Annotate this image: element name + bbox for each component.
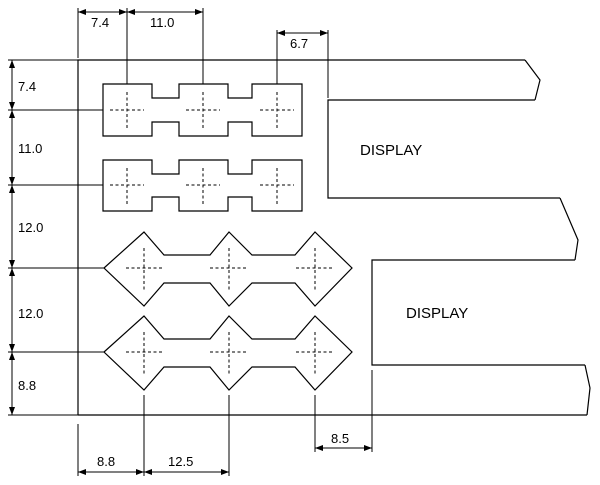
dimension-left-4: 12.0 bbox=[18, 306, 43, 321]
bottom-dimensions bbox=[77, 370, 373, 476]
diamond-pad-row-1 bbox=[103, 231, 353, 307]
display-label-bottom: DISPLAY bbox=[406, 305, 468, 322]
dimension-left-2: 11.0 bbox=[18, 141, 42, 156]
left-dimensions bbox=[8, 59, 104, 416]
dimension-top-middle: 11.0 bbox=[150, 15, 174, 30]
dimension-left-1: 7.4 bbox=[18, 79, 36, 94]
board-outline bbox=[77, 59, 591, 416]
dimension-left-3: 12.0 bbox=[18, 220, 43, 235]
dimension-bottom-middle: 12.5 bbox=[168, 454, 193, 469]
rect-pad-row-2 bbox=[102, 159, 303, 212]
dimension-top-right: 6.7 bbox=[290, 36, 308, 51]
rect-pad-row-1 bbox=[102, 83, 303, 137]
top-dimensions bbox=[77, 8, 329, 98]
dimension-bottom-right: 8.5 bbox=[331, 431, 349, 446]
dimension-left-5: 8.8 bbox=[18, 378, 36, 393]
dimension-bottom-left: 8.8 bbox=[97, 454, 115, 469]
display-label-top: DISPLAY bbox=[360, 142, 422, 159]
diamond-pad-row-2 bbox=[103, 315, 353, 391]
dimension-top-left: 7.4 bbox=[91, 15, 109, 30]
